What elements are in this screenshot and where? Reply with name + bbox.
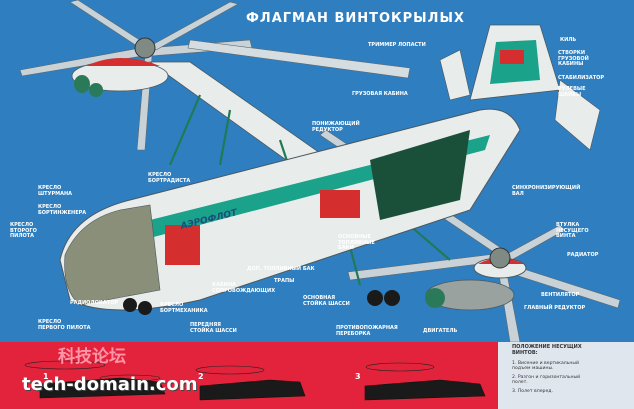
label-kreslo-bortradista: КРЕСЛО БОРТРАДИСТА	[148, 172, 191, 184]
note-item-2: 2. Разгон и горизонтальный полет.	[512, 375, 581, 385]
watermark-url: tech-domain.com	[22, 374, 198, 395]
label-kreslo-bortinzhenera: КРЕСЛО БОРТИНЖЕНЕРА	[38, 204, 87, 216]
label-ponizhayushchiy: ПОНИЖАЮЩИЙ РЕДУКТОР	[312, 121, 360, 133]
label-stabilizator: СТАБИЛИЗАТОР	[558, 75, 605, 81]
label-kreslo-shturmana: КРЕСЛО ШТУРМАНА	[38, 185, 73, 197]
label-dvigatel: ДВИГАТЕЛЬ	[423, 328, 458, 334]
label-radiator: РАДИАТОР	[567, 252, 599, 258]
label-protivopozharnaya: ПРОТИВОПОЖАРНАЯ ПЕРЕБОРКА	[336, 325, 398, 337]
label-stvorki: СТВОРКИ ГРУЗОВОЙ КАБИНЫ	[558, 50, 589, 67]
diagram-number-1: 1	[43, 372, 49, 381]
label-gruzovaya: ГРУЗОВАЯ КАБИНА	[352, 91, 408, 97]
label-kreslo-vtorogo: КРЕСЛО ВТОРОГО ПИЛОТА	[10, 222, 37, 239]
diagram-number-2: 2	[198, 372, 204, 381]
label-osnovnaya-stoyka: ОСНОВНАЯ СТОЙКА ШАССИ	[303, 295, 350, 307]
label-vtulka: ВТУЛКА НЕСУЩЕГО ВИНТА	[556, 222, 589, 239]
watermark-chinese: 科技论坛	[58, 347, 126, 367]
label-osnovnye-baki: ОСНОВНЫЕ ТОПЛИВНЫЕ БАКИ	[338, 234, 375, 251]
label-ventilyator: ВЕНТИЛЯТОР	[541, 292, 580, 298]
label-kreslo-bortmekhanika: КРЕСЛО БОРТМЕХАНИКА	[160, 302, 208, 314]
label-kabina-soprovozhdayushchikh: КАБИНА СОПРОВОЖДАЮЩИХ	[212, 282, 276, 294]
label-kreslo-pervogo: КРЕСЛО ПЕРВОГО ПИЛОТА	[38, 319, 91, 331]
note-heading: ПОЛОЖЕНИЕ НЕСУЩИХ ВИНТОВ:	[512, 344, 582, 356]
label-perednyaya-stoyka: ПЕРЕДНЯЯ СТОЙКА ШАССИ	[190, 322, 237, 334]
note-item-1: 1. Висение и вертикальный подъем машины.	[512, 361, 580, 371]
left-engine	[71, 58, 169, 97]
label-glavnyy: ГЛАВНЫЙ РЕДУКТОР	[524, 305, 586, 311]
label-sinkhroniziruyushchiy: СИНХРОНИЗИРУЮЩИЙ ВАЛ	[512, 185, 581, 197]
poster-title: ФЛАГМАН ВИНТОКРЫЛЫХ	[246, 11, 465, 26]
label-trapy: ТРАПЫ	[274, 278, 295, 284]
rotor-positions-note: ПОЛОЖЕНИЕ НЕСУЩИХ ВИНТОВ: 1. Висение и в…	[498, 342, 634, 409]
label-kil: КИЛЬ	[560, 37, 577, 43]
label-trimmer: ТРИММЕР ЛОПАСТИ	[368, 42, 426, 48]
note-item-3: 3. Полет вперед.	[512, 389, 553, 394]
helicopter-illustration	[19, 0, 621, 342]
label-dop-bak: ДОП. ТОПЛИВНЫЙ БАК	[247, 266, 315, 272]
label-radar: РАДИОЛОКАТОР	[70, 300, 119, 306]
label-rulevye: РУЛЕВЫЕ ШАЙБЫ	[558, 86, 586, 98]
diagram-number-3: 3	[355, 372, 361, 381]
